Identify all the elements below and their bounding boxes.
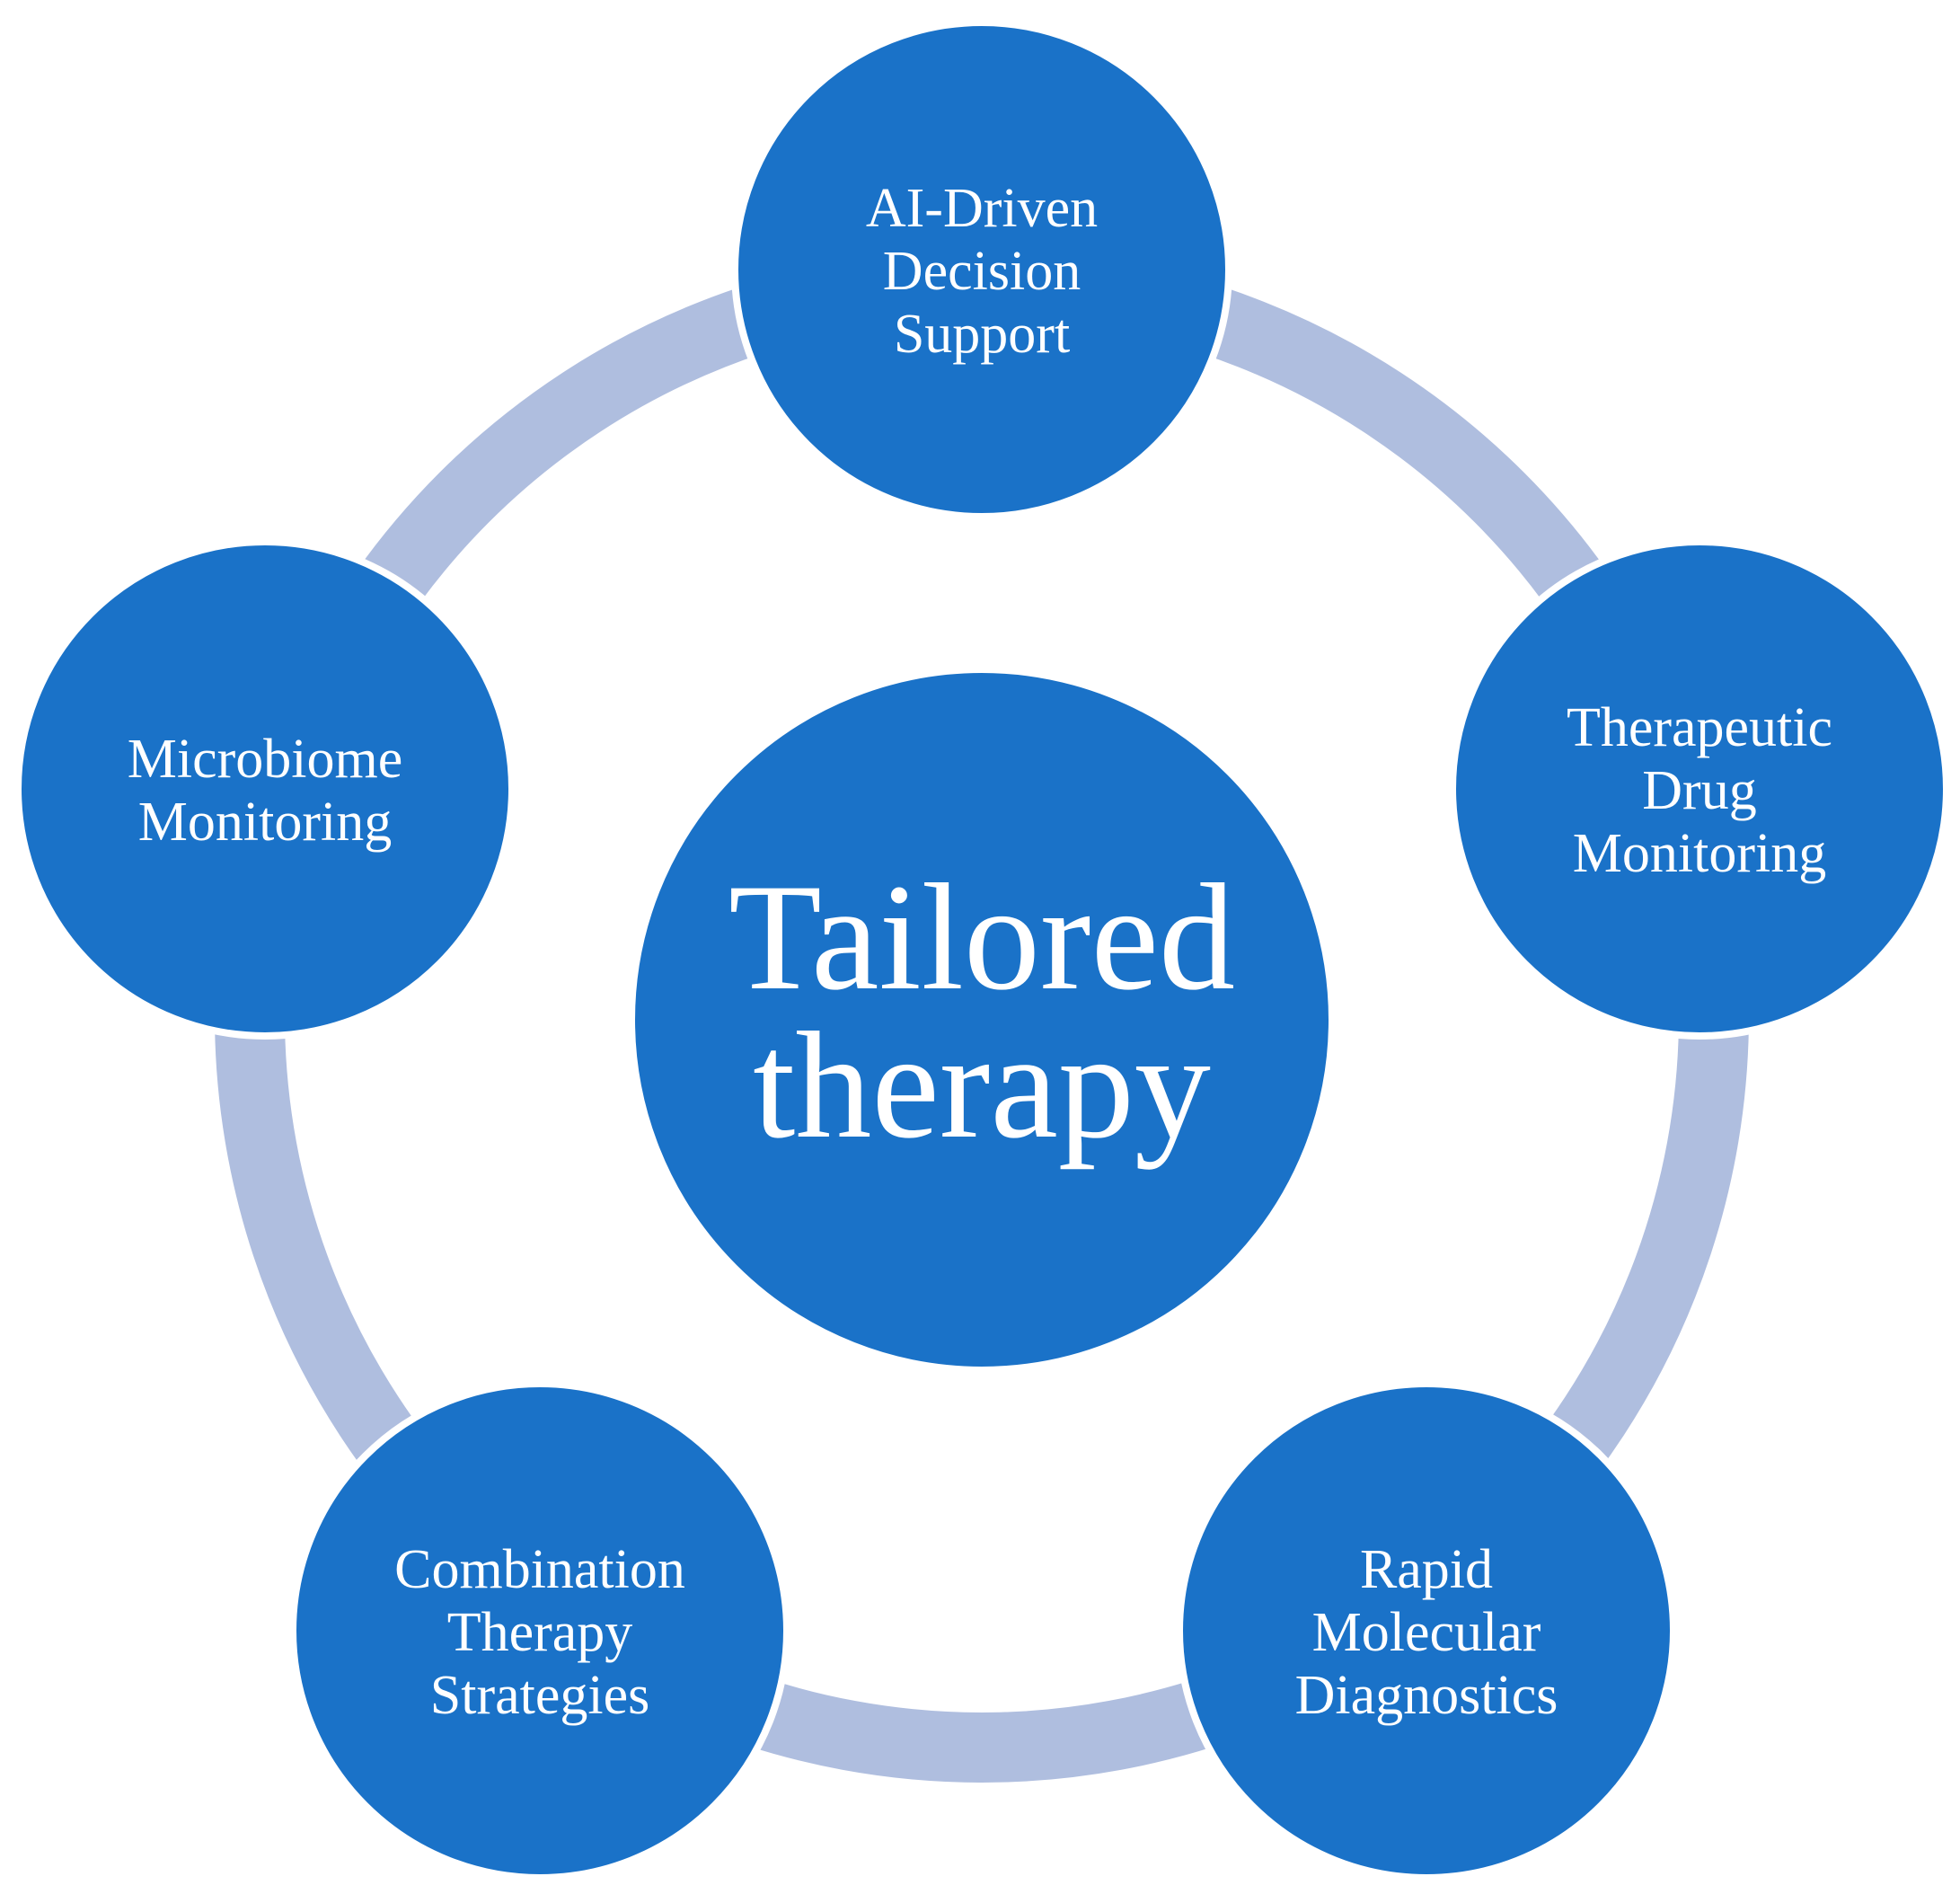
node-label-ai-driven-decision-support-line-3: Support	[894, 304, 1070, 365]
center-label-line-1: Tailored	[728, 853, 1235, 1022]
node-label-ai-driven-decision-support-line-2: Decision	[883, 241, 1081, 302]
node-label-ai-driven-decision-support-line-1: AI-Driven	[866, 178, 1098, 239]
node-circle-combination-therapy-strategies	[289, 1380, 790, 1881]
center-label-line-2: therapy	[753, 1001, 1211, 1170]
node-label-combination-therapy-strategies-line-2: Therapy	[447, 1602, 633, 1663]
node-label-combination-therapy-strategies-line-1: Combination	[394, 1539, 685, 1600]
node-label-rapid-molecular-diagnostics-line-2: Molecular	[1312, 1602, 1541, 1663]
node-label-microbiome-monitoring-line-2: Monitoring	[138, 792, 392, 853]
node-circle-therapeutic-drug-monitoring	[1449, 538, 1950, 1040]
center-circle	[628, 666, 1336, 1374]
node-circle-rapid-molecular-diagnostics	[1176, 1380, 1677, 1881]
node-label-combination-therapy-strategies-line-3: Strategies	[430, 1665, 650, 1726]
node-label-therapeutic-drug-monitoring-line-2: Drug	[1642, 760, 1756, 821]
node-circle-microbiome-monitoring	[14, 538, 516, 1040]
node-label-rapid-molecular-diagnostics-line-3: Diagnostics	[1295, 1665, 1558, 1726]
node-label-rapid-molecular-diagnostics-line-1: Rapid	[1360, 1539, 1493, 1600]
node-label-therapeutic-drug-monitoring-line-3: Monitoring	[1573, 823, 1826, 884]
node-circle-ai-driven-decision-support	[731, 19, 1232, 520]
center-node: Tailored therapy	[628, 666, 1336, 1374]
node-label-therapeutic-drug-monitoring-line-1: Therapeutic	[1567, 697, 1832, 758]
node-label-microbiome-monitoring-line-1: Microbiome	[128, 729, 403, 790]
